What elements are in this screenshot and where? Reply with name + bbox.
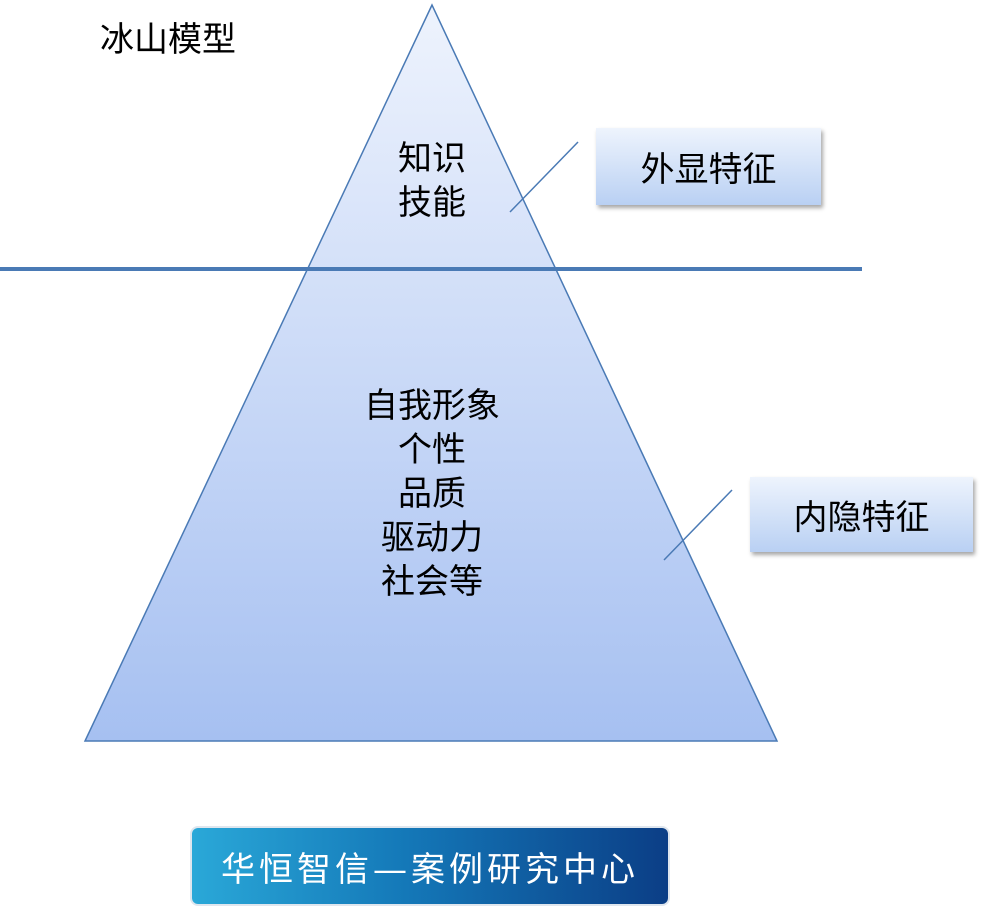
top-section-text: 知识 技能	[282, 137, 582, 225]
top-item: 技能	[398, 183, 466, 223]
connector-visible	[509, 141, 579, 213]
visible-traits-label: 外显特征	[596, 128, 821, 205]
hidden-traits-label: 内隐特征	[750, 477, 973, 552]
bottom-item: 驱动力	[381, 518, 483, 558]
bottom-item: 自我形象	[364, 386, 500, 426]
diagram-title: 冰山模型	[100, 20, 236, 60]
bottom-item: 品质	[398, 474, 466, 514]
bottom-item: 个性	[398, 430, 466, 470]
footer-banner: 华恒智信—案例研究中心	[192, 828, 668, 904]
connector-hidden	[663, 489, 733, 561]
bottom-section-text: 自我形象 个性 品质 驱动力 社会等	[282, 384, 582, 604]
top-item: 知识	[398, 139, 466, 179]
iceberg-triangle	[83, 3, 779, 742]
bottom-item: 社会等	[381, 562, 483, 602]
